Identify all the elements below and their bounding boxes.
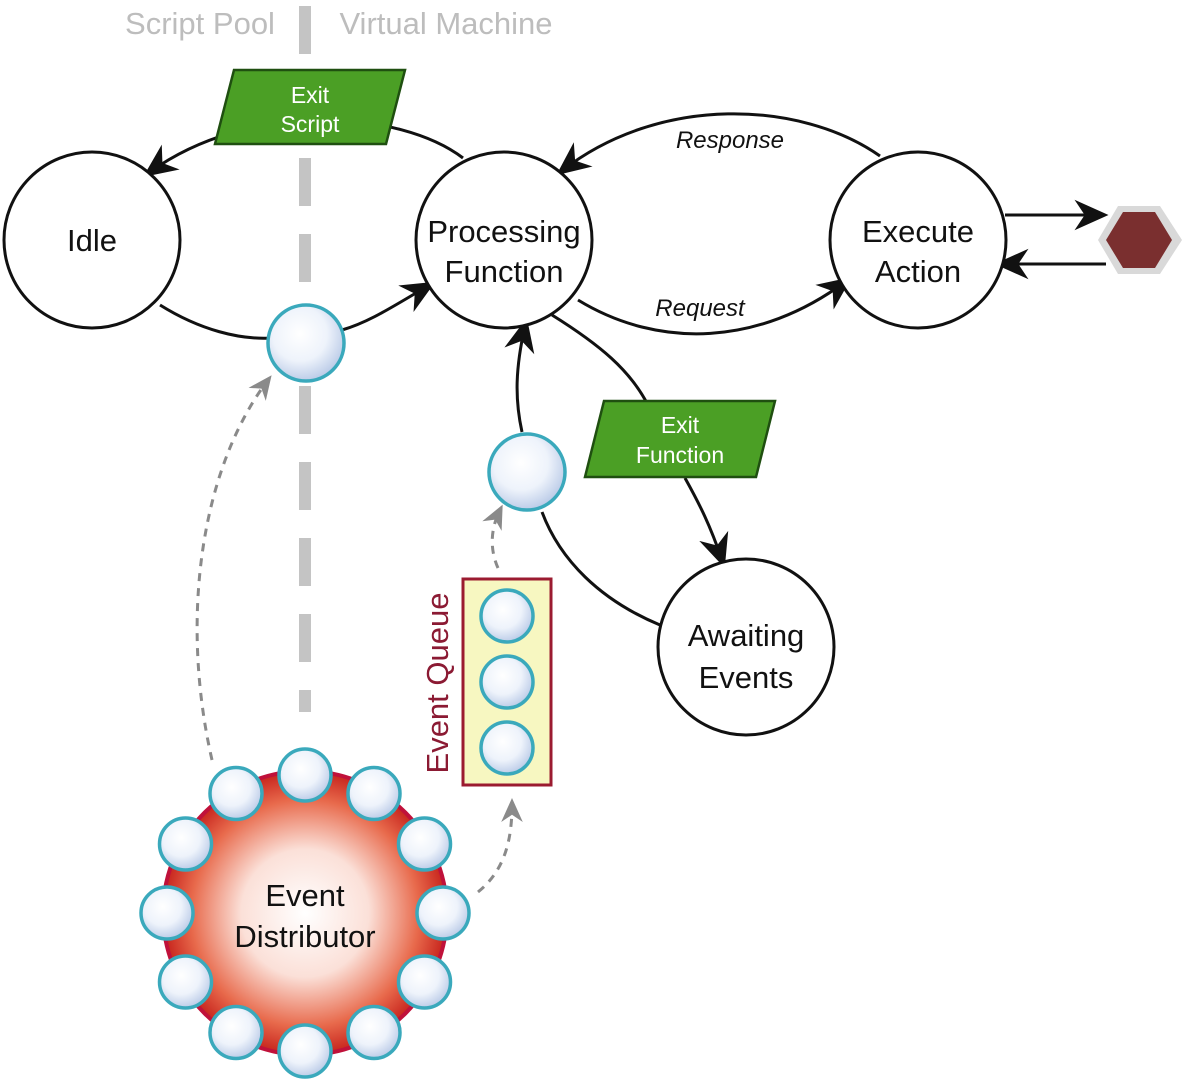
distributor-event-token [277, 1023, 333, 1079]
queue-to-token-path [482, 504, 503, 569]
queued-event [479, 588, 535, 644]
exit-function-flag [583, 399, 777, 479]
request-label: Request [655, 295, 746, 322]
queued-event [479, 654, 535, 710]
exit-function-label-line1: Exit [661, 412, 700, 438]
distributor-event-token [277, 747, 333, 803]
exit-script-flag [213, 68, 407, 146]
processing-to-exit-function-edge [551, 313, 650, 406]
distributor-event-token [396, 816, 453, 872]
response-label: Response [676, 127, 784, 154]
execute-label-line2: Action [875, 254, 961, 289]
distributor-event-token [346, 1004, 402, 1061]
awaiting-to-token-edge [540, 511, 661, 627]
distributor-event-token [415, 885, 471, 941]
script-pool-label: Script Pool [125, 6, 275, 41]
exit-function-to-awaiting-edge [683, 477, 729, 569]
execute-action-state [828, 150, 1008, 330]
queued-event [479, 720, 535, 776]
distributor-to-queue-path [477, 798, 523, 894]
distributor-to-idle-token-path [195, 375, 272, 761]
distributor-event-token [157, 954, 214, 1010]
distributor-event-token [139, 885, 195, 941]
distributor-event-token [208, 1004, 264, 1061]
idle-to-token-edge [159, 303, 273, 340]
processing-label-line2: Function [445, 254, 564, 289]
token-to-processing-up-edge [504, 317, 535, 433]
event-token-awaiting [487, 432, 567, 512]
exit-function-label-line2: Function [636, 442, 724, 468]
execute-label-line1: Execute [862, 214, 974, 249]
awaiting-events-state [656, 557, 836, 737]
processing-label-line1: Processing [427, 214, 580, 249]
awaiting-label-line2: Events [699, 660, 794, 695]
processing-function-state [414, 150, 594, 330]
event-queue-label: Event Queue [420, 593, 455, 774]
distributor-event-token [157, 816, 214, 872]
exit-script-label-line1: Exit [291, 82, 330, 108]
external-endpoint-hexagon [1106, 212, 1172, 268]
token-to-processing-edge [341, 281, 436, 332]
idle-state [2, 150, 182, 330]
event-distributor [161, 769, 449, 1057]
distributor-event-token [208, 765, 264, 822]
idle-label: Idle [67, 223, 117, 258]
awaiting-label-line1: Awaiting [688, 618, 805, 653]
request-edge [577, 276, 852, 336]
distributor-label-line2: Distributor [234, 919, 375, 954]
event-token-idle [266, 303, 346, 383]
distributor-event-token [346, 765, 402, 822]
distributor-event-token [396, 954, 453, 1010]
virtual-machine-label: Virtual Machine [339, 6, 552, 41]
exit-script-label-line2: Script [281, 111, 340, 137]
distributor-token-ring [139, 747, 471, 1079]
distributor-label-line1: Event [265, 878, 345, 913]
response-edge [556, 112, 881, 176]
